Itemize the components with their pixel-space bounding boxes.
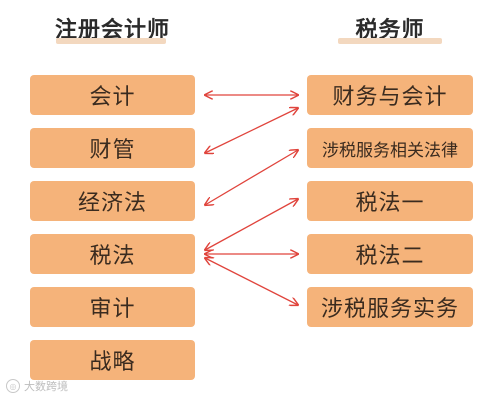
right-box-tax-related-law: 涉税服务相关法律 [307, 128, 473, 168]
left-title-underline [56, 38, 166, 44]
left-box-financial-management: 财管 [30, 128, 195, 168]
arrow-economic-law-to-tax-related-law [205, 150, 298, 205]
left-box-tax-law: 税法 [30, 234, 195, 274]
arrow-tax-law-to-tax-law-one [205, 199, 298, 250]
left-box-audit: 审计 [30, 287, 195, 327]
right-title-underline [338, 38, 442, 44]
right-box-tax-service-practice: 涉税服务实务 [307, 287, 473, 327]
left-box-accounting: 会计 [30, 75, 195, 115]
arrow-tax-law-to-tax-service-practice [205, 258, 298, 305]
arrow-financial-management-to-tax-related-law [205, 108, 298, 153]
watermark: ◎ 大数跨境 [6, 378, 68, 394]
right-box-tax-law-two: 税法二 [307, 234, 473, 274]
right-box-finance-accounting: 财务与会计 [307, 75, 473, 115]
watermark-text: 大数跨境 [24, 380, 68, 393]
left-box-strategy: 战略 [30, 340, 195, 380]
right-box-tax-law-one: 税法一 [307, 181, 473, 221]
left-box-economic-law: 经济法 [30, 181, 195, 221]
watermark-logo-icon: ◎ [6, 379, 20, 393]
